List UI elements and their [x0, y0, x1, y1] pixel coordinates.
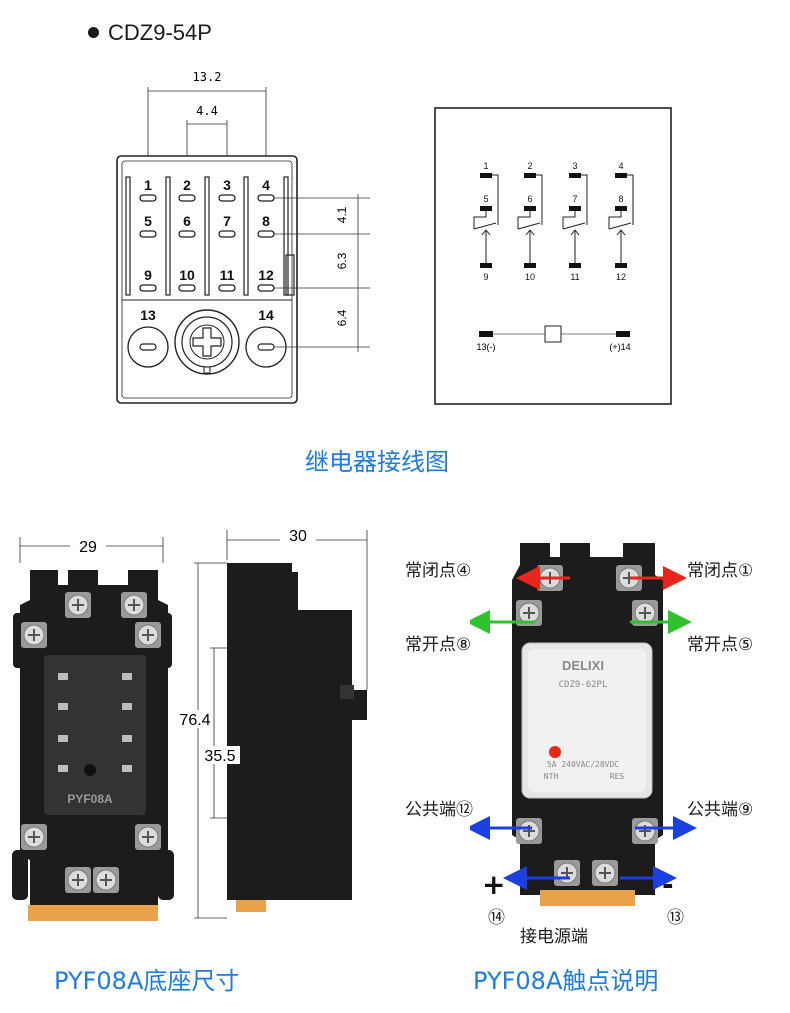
pin-label: 8: [262, 213, 270, 229]
relay-brand: DELIXI: [562, 658, 604, 673]
pin-label: 2: [183, 177, 191, 193]
schematic-label: 11: [570, 272, 579, 282]
schematic-label: 10: [525, 272, 535, 282]
screw-icon: [135, 824, 161, 850]
model-title: CDZ9-54P: [88, 20, 212, 46]
schematic-label: 5: [483, 194, 488, 204]
pin-label: 1: [144, 177, 152, 193]
dim-13-2: 13.2: [193, 70, 222, 84]
pin-label: 4: [262, 177, 270, 193]
screw-icon: [632, 600, 658, 626]
pin-label: 14: [258, 307, 274, 323]
coil-right-label: (+)14: [609, 342, 630, 352]
dim-4-1: 4.1: [335, 206, 349, 223]
dim-29: 29: [79, 539, 97, 556]
schematic-label: 2: [527, 161, 532, 171]
contact-group: [517, 173, 543, 268]
base-front-view: 29 PYF08A: [12, 537, 174, 921]
screw-icon: [516, 818, 542, 844]
screw-icon: [121, 592, 147, 618]
plus-sign: +: [482, 868, 506, 901]
relay-schematic: 1 2 3 4 5 6 7 8 9 10 11 12 13(-) (+)14: [434, 107, 672, 405]
relay-left-label: NTH: [544, 772, 559, 781]
screw-icon: [21, 622, 47, 648]
screw-icon: [135, 622, 161, 648]
schematic-label: 12: [616, 272, 626, 282]
screw-icon: [616, 565, 642, 591]
relay-right-label: RES: [610, 772, 625, 781]
label-com-right: 公共端⑨: [687, 800, 754, 820]
screw-icon: [65, 592, 91, 618]
screw-icon: [93, 867, 119, 893]
dim-76-4: 76.4: [179, 712, 210, 729]
label-nc-left: 常闭点④: [405, 561, 472, 581]
dim-4-4: 4.4: [196, 104, 218, 118]
dim-30: 30: [289, 528, 307, 545]
coil-left-label: 13(-): [476, 342, 495, 352]
relay-rating: 5A 240VAC/28VDC: [547, 760, 619, 769]
schematic-label: 1: [483, 161, 488, 171]
label-power: 接电源端: [520, 927, 588, 947]
contact-group: [608, 173, 634, 268]
screw-icon: [632, 818, 658, 844]
wiring-caption: 继电器接线图: [305, 448, 449, 476]
contact-illustration: DELIXI CDZ9-62PL 5A 240VAC/28VDC NTH RES: [512, 543, 663, 906]
schematic-label: 8: [618, 194, 623, 204]
label-nc-right: 常闭点①: [687, 561, 754, 581]
pin-label: 10: [179, 267, 195, 283]
screw-icon: [21, 824, 47, 850]
screw-icon: [516, 600, 542, 626]
pin-label: 6: [183, 213, 191, 229]
base-side-view: 30 76.4 35.5: [176, 526, 368, 919]
label-com-left: 公共端⑫: [405, 800, 473, 820]
minus-sign: -: [662, 868, 674, 901]
label-no-left: 常开点⑧: [405, 635, 472, 655]
pin-label: 12: [258, 267, 274, 283]
screw-icon: [592, 860, 618, 886]
bullet-icon: [88, 26, 99, 38]
label-pin-13: ⑬: [667, 908, 684, 928]
screw-icon: [65, 867, 91, 893]
pin-label: 11: [220, 267, 235, 283]
schematic-label: 6: [527, 194, 532, 204]
relay-model: CDZ9-62PL: [559, 680, 608, 690]
schematic-label: 9: [483, 272, 488, 282]
label-pin-14: ⑭: [488, 908, 505, 928]
schematic-label: 7: [572, 194, 577, 204]
contact-group: [473, 173, 499, 268]
dim-35-5: 35.5: [204, 748, 235, 765]
schematic-label: 4: [618, 161, 623, 171]
base-label: PYF08A: [67, 792, 113, 806]
pin-label: 3: [223, 177, 231, 193]
schematic-label: 3: [572, 161, 577, 171]
dim-6-4: 6.4: [335, 309, 349, 326]
pin-label: 13: [140, 307, 156, 323]
dim-6-3: 6.3: [335, 252, 349, 269]
base-caption: PYF08A底座尺寸: [54, 967, 240, 995]
pin-label: 7: [223, 213, 231, 229]
pin-label: 9: [144, 267, 152, 283]
contacts-caption: PYF08A触点说明: [473, 967, 659, 995]
pin-label: 5: [144, 213, 152, 229]
relay-pin-drawing: 13.2 4.4 1 2 3 4 5 6 7 8 9 10 11 12 13 1…: [116, 70, 370, 404]
contact-arrows: [470, 566, 697, 890]
contact-group: [562, 173, 588, 268]
label-no-right: 常开点⑤: [687, 635, 754, 655]
